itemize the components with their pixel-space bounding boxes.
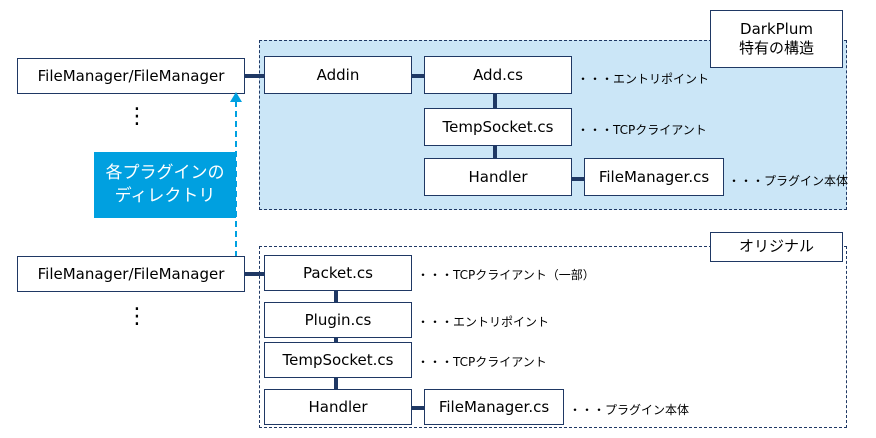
- bottom-vertical-ellipsis: ⋮: [126, 304, 148, 329]
- bottom-tempsocket-node[interactable]: TempSocket.cs: [264, 342, 412, 378]
- connector-handler-filemanager-bottom: [411, 406, 425, 410]
- top-add-note: ・・・エントリポイント: [577, 72, 710, 86]
- bottom-tempsocket-label: TempSocket.cs: [282, 351, 394, 369]
- bottom-packet-note: ・・・TCPクライアント（一部）: [417, 268, 595, 282]
- top-tempsocket-label: TempSocket.cs: [442, 118, 554, 136]
- top-tempsocket-note: ・・・TCPクライアント: [577, 123, 707, 137]
- top-addin-node[interactable]: Addin: [264, 56, 412, 94]
- top-root-filemanager[interactable]: FileManager/FileManager: [17, 58, 245, 94]
- bottom-plugin-node[interactable]: Plugin.cs: [264, 302, 412, 338]
- callout-line2: ディレクトリ: [114, 186, 216, 206]
- bottom-handler-label: Handler: [308, 398, 368, 416]
- connector-handler-filemanager: [571, 177, 585, 181]
- callout-line1: 各プラグインの: [105, 163, 225, 184]
- darkplum-title-line2: 特有の構造: [738, 39, 814, 57]
- bottom-filemanager-label: FileManager.cs: [438, 398, 550, 416]
- original-title: オリジナル: [738, 237, 814, 256]
- top-root-label: FileManager/FileManager: [37, 67, 225, 85]
- bottom-plugin-note: ・・・エントリポイント: [417, 315, 550, 329]
- top-vertical-ellipsis: ⋮: [126, 104, 148, 129]
- plugin-directory-callout: 各プラグインの ディレクトリ: [94, 152, 236, 218]
- connector-bottom-root-packet: [245, 272, 265, 276]
- top-add-cs-label: Add.cs: [473, 66, 523, 84]
- bottom-plugin-label: Plugin.cs: [304, 311, 372, 329]
- connector-plugin-tempsocket: [334, 338, 338, 342]
- bottom-root-label: FileManager/FileManager: [37, 265, 225, 283]
- top-filemanager-label: FileManager.cs: [598, 168, 710, 186]
- bottom-packet-label: Packet.cs: [303, 264, 373, 282]
- darkplum-title-box: DarkPlum 特有の構造: [710, 10, 843, 68]
- top-filemanager-node[interactable]: FileManager.cs: [584, 158, 724, 196]
- connector-tempsocket-handler-bottom: [334, 378, 338, 390]
- connector-addin-add: [411, 74, 425, 78]
- darkplum-title-line1: DarkPlum: [740, 19, 813, 38]
- top-addin-label: Addin: [316, 66, 360, 84]
- connector-packet-plugin: [334, 290, 338, 302]
- bottom-filemanager-node[interactable]: FileManager.cs: [424, 389, 564, 425]
- bottom-root-filemanager[interactable]: FileManager/FileManager: [17, 256, 245, 292]
- top-handler-label: Handler: [468, 168, 528, 186]
- original-title-box: オリジナル: [710, 232, 843, 262]
- bottom-tempsocket-note: ・・・TCPクライアント: [417, 355, 547, 369]
- top-tempsocket-node[interactable]: TempSocket.cs: [424, 108, 572, 146]
- connector-top-root-addin: [245, 74, 265, 78]
- top-filemanager-note: ・・・プラグイン本体: [728, 174, 849, 188]
- bottom-packet-node[interactable]: Packet.cs: [264, 255, 412, 291]
- bottom-filemanager-note: ・・・プラグイン本体: [569, 403, 690, 417]
- connector-tempsocket-handler: [493, 146, 497, 158]
- connector-add-tempsocket: [493, 94, 497, 108]
- top-add-cs-node[interactable]: Add.cs: [424, 56, 572, 94]
- top-handler-node[interactable]: Handler: [424, 158, 572, 196]
- bottom-handler-node[interactable]: Handler: [264, 389, 412, 425]
